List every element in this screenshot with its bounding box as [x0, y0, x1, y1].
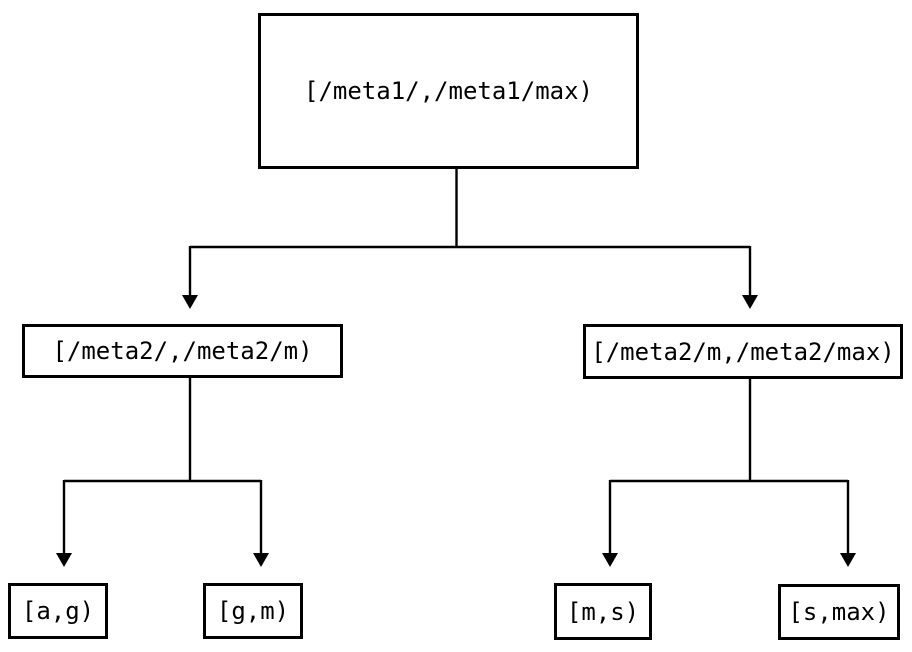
tree-node-label: [g,m) [216, 597, 290, 625]
arrowhead-down-icon [602, 553, 618, 567]
tree-node-leaf: [m,s) [554, 583, 652, 640]
arrowhead-down-icon [56, 553, 72, 567]
edge-root-to-children [188, 169, 752, 295]
arrowhead-down-icon [253, 553, 269, 567]
edge-left-child-to-leaves [62, 378, 263, 553]
arrowhead-down-icon [182, 295, 198, 309]
tree-node-label: [s,max) [788, 598, 890, 626]
tree-node-label: [/meta1/,/meta1/max) [304, 77, 593, 105]
tree-node-label: [/meta2/,/meta2/m) [52, 337, 313, 365]
tree-node-leaf: [g,m) [203, 583, 303, 639]
arrowhead-down-icon [742, 295, 758, 309]
arrowhead-down-icon [840, 553, 856, 567]
tree-node-root: [/meta1/,/meta1/max) [258, 13, 639, 169]
tree-node-label: [a,g) [21, 597, 95, 625]
edge-right-child-to-leaves [608, 379, 850, 553]
tree-node-leaf: [a,g) [8, 583, 108, 639]
tree-node-label: [/meta2/m,/meta2/max) [591, 337, 895, 366]
tree-node-leaf: [s,max) [778, 584, 900, 640]
tree-node-label: [m,s) [566, 597, 640, 626]
tree-node-left-child: [/meta2/,/meta2/m) [22, 324, 343, 378]
tree-node-right-child: [/meta2/m,/meta2/max) [583, 324, 903, 379]
